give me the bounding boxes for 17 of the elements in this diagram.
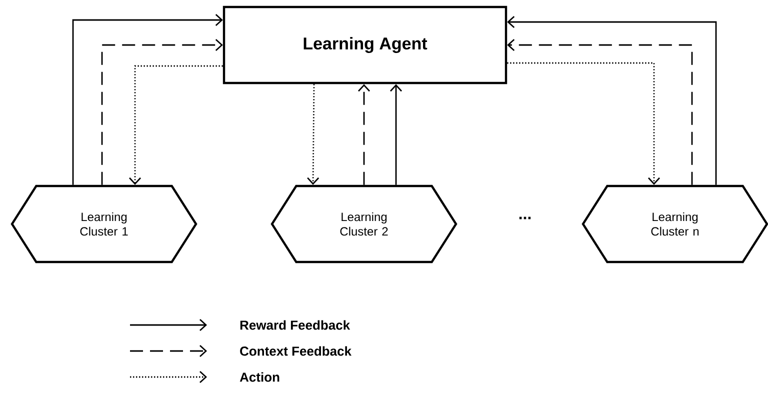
arrow — [307, 84, 320, 185]
cluster-hexagon: Learning Cluster n — [582, 184, 768, 264]
cluster-hexagon: Learning Cluster 1 — [10, 184, 198, 264]
ellipsis: ... — [519, 216, 531, 220]
arrow — [507, 16, 717, 185]
legend-text: Context Feedback — [240, 346, 352, 356]
arrow — [358, 84, 370, 185]
arrow — [129, 65, 223, 185]
arrow — [507, 38, 693, 185]
cluster-hexagon: Learning Cluster 2 — [270, 184, 458, 264]
arrow — [390, 84, 402, 185]
arrow — [507, 62, 660, 185]
arrow — [72, 14, 223, 185]
arrow — [101, 38, 223, 185]
legend-text: Reward Feedback — [240, 320, 350, 330]
legend-text: Action — [240, 372, 280, 382]
agent-box: Learning Agent — [222, 6, 508, 84]
